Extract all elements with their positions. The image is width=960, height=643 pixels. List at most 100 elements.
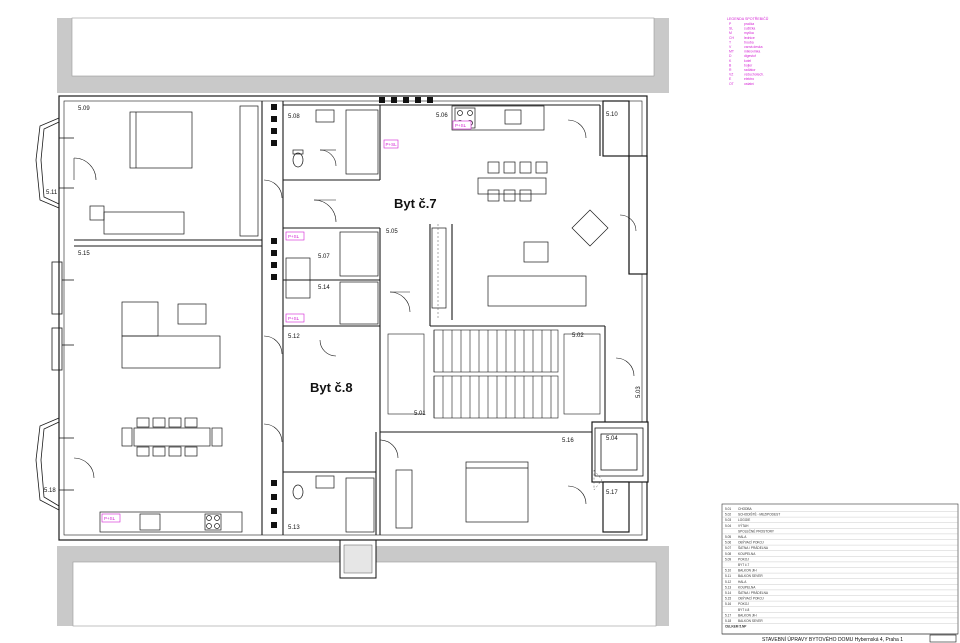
room-label-507: 5.07 [318,254,330,260]
legend-code: D [729,54,732,58]
marker-5: P+SL [455,123,467,128]
room-label-510: 5.10 [606,112,618,118]
legend-name: mikrovlnka [744,50,760,54]
table-cell-name: KOUPELNA [738,552,756,556]
title-block: STAVEBNÍ ÚPRAVY BYTOVÉHO DOMU Hybernská … [722,633,958,643]
legend-code: CH [729,36,734,40]
table-cell-num: 5.18 [725,619,731,623]
marker-2: P+SL [288,234,300,239]
legend-code: P [729,22,732,26]
legend-name: kotel [744,59,751,63]
room-label-505: 5.05 [386,229,398,235]
room-label-506: 5.06 [436,113,448,119]
wardrobe-room-509 [89,105,259,237]
table-cell-name: ŠATNA / PRÁDELNA [738,545,769,550]
legend-code: SL [729,27,733,31]
kitchen-counter-byt8 [99,511,243,533]
legend-name: vzduchotech. [744,73,764,77]
table-cell-name: POKOJ [738,602,749,606]
legend-code: R [729,68,732,72]
table-cell-num: 5.11 [725,574,731,578]
room-label-503: 5.03 [636,386,642,398]
table-total: CELKEM 5.NP [725,625,747,629]
table-cell-num: 5.17 [725,613,731,617]
legend-name: radiátor [744,68,756,72]
legend-name: ostatní [744,82,754,86]
legend-code: K [729,59,732,63]
legend-title: LEGENDA SPOTŘEBIČŮ [727,16,769,21]
legend-name: lednice [744,36,755,40]
room-label-517: 5.17 [606,490,618,496]
table-cell-name: BALKON JIH [738,613,757,617]
table-cell-num: 5.09 [725,557,731,561]
table-cell-name: CHODBA [738,507,753,511]
bay-window-south [35,417,74,511]
legend-name: myčka [744,31,754,35]
legend-code: V [729,45,732,49]
room-label-508: 5.08 [288,114,300,120]
elevator-504 [594,427,644,477]
room-label-502: 5.02 [572,333,584,339]
table-cell-name: LOGGIE [738,518,750,522]
neighbour-building-top [57,17,669,93]
bathroom-fixtures-508 [292,109,379,175]
living-room-furniture [121,301,223,457]
legend-code: OT [729,82,734,86]
table-cell-name: POKOJ [738,557,749,561]
legend-code: T [729,40,731,44]
room-labels: 5.09 5.08 5.06 5.10 5.11 5.15 5.05 5.07 … [44,106,642,531]
table-cell-name: VÝTAH [738,524,749,528]
dashed-lines [437,224,603,491]
legend-name: trouba [744,40,754,44]
table-cell-num: 5.06 [725,541,731,545]
legend-code: MT [729,50,734,54]
table-cell-name: OBÝVACÍ POKOJ [738,597,764,601]
table-cell-name: BYT č.7 [738,563,750,567]
dining-table-byt7 [477,161,548,202]
marker-3: P+SL [288,316,300,321]
legend-name: bojler [744,63,753,67]
table-cell-num: 5.04 [725,524,731,528]
bathroom-fixtures-513 [292,475,375,533]
bed-room-509 [129,111,193,169]
table-cell-name: ŠATNA / PRÁDELNA [738,590,769,595]
table-cell-num: 5.13 [725,585,731,589]
room-label-509: 5.09 [78,106,90,112]
legend-name: elektro [744,77,754,81]
table-cell-num: 5.10 [725,569,731,573]
table-cell-name: BALKON SEVER [738,574,763,578]
apartment-label-byt8: Byt č.8 [310,380,353,395]
table-cell-num: 5.14 [725,591,731,595]
room-label-514: 5.14 [318,285,330,291]
legend-name: varná deska [744,45,763,49]
neighbour-building-bottom [57,539,669,627]
legend-code: B [729,63,732,67]
table-cell-name: KOUPELNA [738,585,756,589]
table-cell-name: BYT č.8 [738,608,750,612]
table-cell-name: HALA [738,580,747,584]
outer-walls [58,95,649,541]
apartment-labels: Byt č.7 Byt č.8 [310,196,437,395]
table-cell-num: 5.15 [725,597,731,601]
window-left-mid [51,261,74,371]
interior-walls [74,101,630,535]
table-cell-name: HALA [738,535,747,539]
room-label-518: 5.18 [44,488,56,494]
legend-code: M [729,31,732,35]
legend-name: pračka [744,22,754,26]
table-cell-num: 5.12 [725,580,731,584]
room-label-501: 5.01 [414,411,426,417]
title-block-text: STAVEBNÍ ÚPRAVY BYTOVÉHO DOMU Hybernská … [762,636,903,643]
staircase [387,329,601,419]
room-label-516: 5.16 [562,438,574,444]
legend-code: VZ [729,73,733,77]
table-cell-num: 5.07 [725,546,731,550]
table-cell-name: SPOLEČNÉ PROSTORY [738,528,775,533]
table-cell-num: 5.16 [725,602,731,606]
table-cell-name: BALKON SEVER [738,619,763,623]
table-cell-name: OBÝVACÍ POKOJ [738,541,764,545]
table-cell-num: 5.03 [725,518,731,522]
